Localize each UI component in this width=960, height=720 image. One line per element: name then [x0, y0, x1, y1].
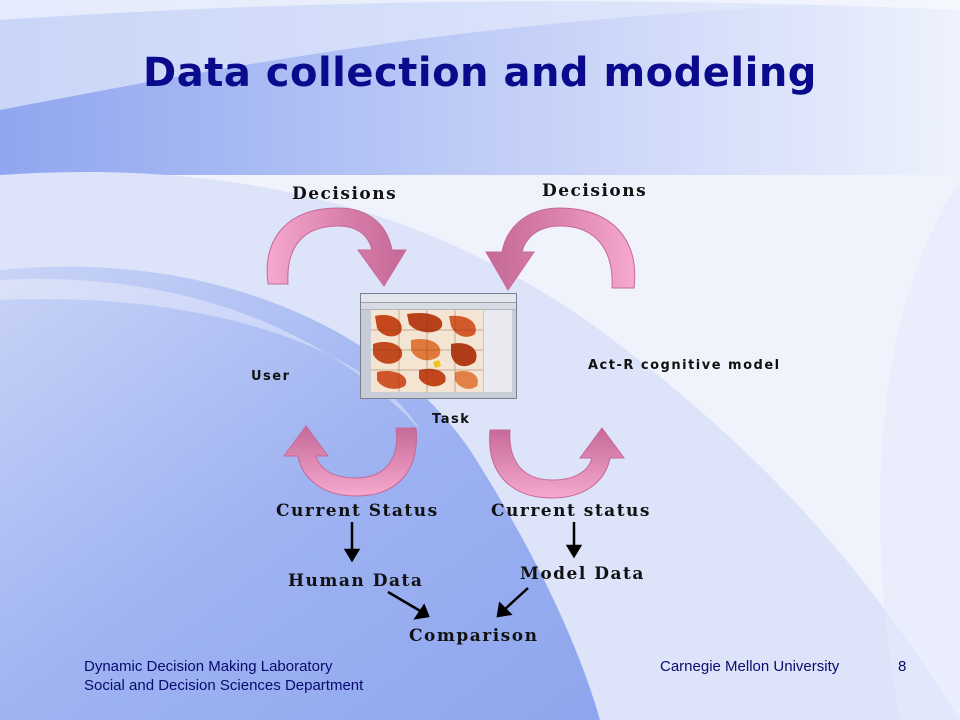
- footer-university: Carnegie Mellon University: [660, 658, 840, 675]
- decisions-right-arrow: [485, 207, 636, 291]
- task-screenshot-toolbar: [361, 303, 516, 310]
- decisions-left-label: Decisions: [292, 184, 398, 204]
- current-status-right-arrow: [489, 427, 625, 499]
- decisions-right-label: Decisions: [542, 181, 648, 201]
- task-map-image: [371, 310, 483, 392]
- footer-lab: Dynamic Decision Making Laboratory: [84, 658, 333, 675]
- user-label: User: [251, 369, 291, 384]
- task-screenshot-menubar: [361, 294, 516, 303]
- task-screenshot: [360, 293, 517, 399]
- task-label: Task: [432, 412, 471, 427]
- human-data-arrowhead: [343, 548, 361, 563]
- human-data-label: Human Data: [288, 571, 424, 591]
- model-to-comparison-arrowhead: [496, 601, 513, 618]
- footer-department: Social and Decision Sciences Department: [84, 677, 364, 694]
- actr-model-label: Act-R cognitive model: [588, 358, 781, 373]
- current-status-left-label: Current Status: [276, 501, 439, 521]
- model-data-arrowhead: [565, 544, 583, 559]
- slide-title: Data collection and modeling: [143, 50, 817, 96]
- footer-page-number: 8: [898, 658, 907, 675]
- current-status-left-arrow: [283, 425, 417, 497]
- model-data-label: Model Data: [520, 564, 645, 584]
- task-screenshot-sidepanel: [484, 310, 512, 392]
- human-to-comparison-line: [387, 590, 423, 614]
- human-to-comparison-arrowhead: [413, 603, 430, 620]
- decisions-left-arrow: [266, 207, 407, 287]
- current-status-right-label: Current status: [491, 501, 651, 521]
- model-to-comparison-line: [503, 587, 529, 611]
- comparison-label: Comparison: [409, 626, 539, 646]
